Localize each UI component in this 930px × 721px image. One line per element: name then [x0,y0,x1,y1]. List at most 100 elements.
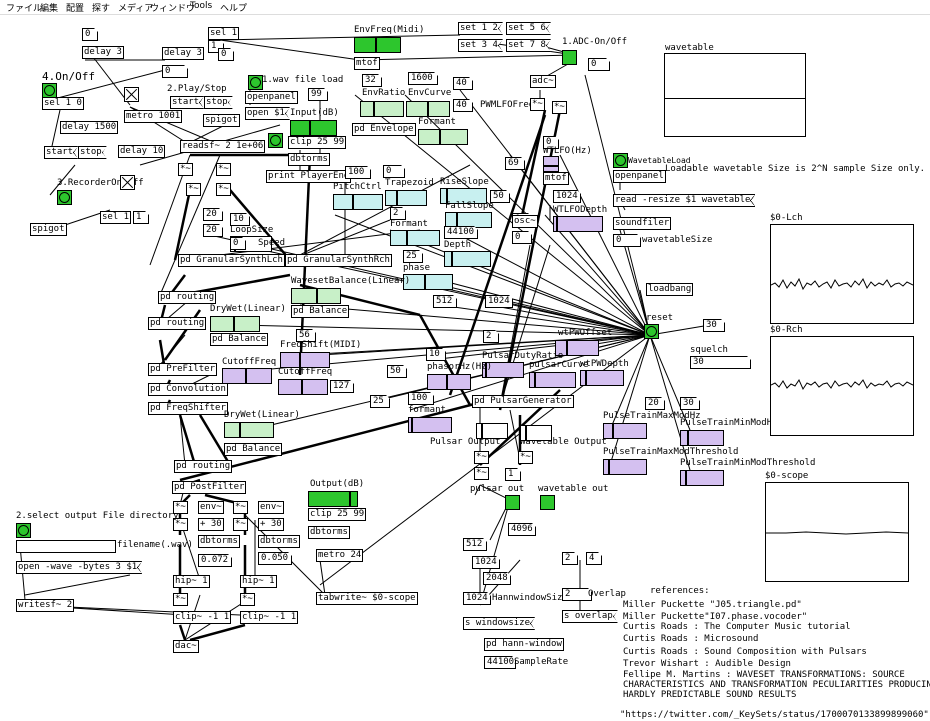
number-box[interactable]: 100 [345,166,371,179]
ptminthr-slider[interactable] [680,470,724,486]
pd-hann-window[interactable]: pd hann-window [484,638,564,651]
pitch-slider[interactable] [333,194,383,210]
number-box[interactable]: 512 [463,538,487,551]
pulsarduty-slider[interactable] [482,362,524,378]
read-resize-message[interactable]: read -resize $1 wavetable [613,194,755,207]
pulsar-output-slider[interactable] [476,423,508,439]
pd-routing[interactable]: pd routing [148,317,207,330]
wtpwoffset-slider[interactable] [555,340,599,356]
number-box[interactable]: 1024 [553,190,581,203]
lch-array[interactable] [770,224,914,324]
play-toggle[interactable] [124,87,139,102]
pd-balance[interactable]: pd Balance [210,333,269,346]
drywet2-slider[interactable] [224,422,274,438]
envratio-slider[interactable] [360,101,404,117]
overlap-send[interactable]: s overlap [562,610,618,623]
rch-array[interactable] [770,336,914,436]
number-box[interactable]: 32 [362,74,382,87]
pulsar-out-toggle[interactable] [505,495,520,510]
open-wave-message[interactable]: open -wave -bytes 3 $1 [16,561,142,574]
mult-object[interactable]: *~ [178,163,193,176]
wtlfo-slider[interactable] [543,156,559,172]
set-message[interactable]: set 5 6 [506,22,551,35]
menu-put[interactable]: 配置 [66,4,85,14]
pd-granular-rch[interactable]: pd GranularSynthRch [285,254,392,267]
set-message[interactable]: set 7 8 [506,39,551,52]
plus-object[interactable]: + 30 [258,518,284,531]
spigot-object[interactable]: spigot [30,223,67,236]
bang[interactable] [268,133,283,148]
number-box[interactable]: 0 [162,65,188,78]
number-box[interactable]: 127 [330,380,354,393]
number-box[interactable]: 0 [383,165,405,178]
number-box[interactable]: 1 [505,468,521,481]
number-box[interactable]: 20 [203,208,223,221]
formant-slider[interactable] [418,129,468,145]
wavetable-load-bang[interactable] [613,153,628,168]
delay-object[interactable]: delay 10 [118,145,166,158]
stop-message[interactable]: stop [204,96,233,109]
pd-pulsargenerator[interactable]: pd PulsarGenerator [472,395,574,408]
number-box[interactable]: 0 [588,58,610,71]
pd-freqshifter[interactable]: pd FreqShifter [148,402,228,415]
pd-balance[interactable]: pd Balance [291,305,350,318]
number-box[interactable]: 20 [203,224,223,237]
number-box[interactable]: 0 [218,48,234,61]
wavesetbalance-slider[interactable] [291,288,341,304]
pd-granular-lch[interactable]: pd GranularSynthLch [178,254,285,267]
menu-window[interactable]: ウィンドウ [150,4,196,14]
mult-object[interactable]: *~ [474,467,489,480]
number-box[interactable]: 25 [370,395,390,408]
clip-object[interactable]: clip~ -1 1 [240,611,299,624]
dbtorms-object[interactable]: dbtorms [288,153,330,166]
pd-routing[interactable]: pd routing [174,460,233,473]
dbtorms-object[interactable]: dbtorms [258,535,300,548]
number-box[interactable]: 20 [645,397,665,410]
number-box[interactable]: 40 [453,77,473,90]
sel-object[interactable]: sel 1 [100,211,132,224]
number-box[interactable]: 2048 [483,572,511,585]
riseslope-slider[interactable] [440,188,487,204]
fallslope-slider[interactable] [445,212,492,228]
mult-object[interactable]: *~ [530,98,545,111]
drywet-slider[interactable] [210,316,260,332]
wavetable-array[interactable] [664,53,806,137]
pd-postfilter[interactable]: pd PostFilter [172,481,247,494]
select-output-bang[interactable] [16,523,31,538]
number-box[interactable]: 69 [505,157,525,170]
wavetable-out-toggle[interactable] [540,495,555,510]
env-object[interactable]: env~ [258,501,284,514]
menu-media[interactable]: メディア [118,4,154,14]
adc-object[interactable]: adc~ [530,75,556,88]
mult-object[interactable]: *~ [173,518,188,531]
number-box[interactable]: 56 [296,329,316,342]
writesf-object[interactable]: writesf~ 2 [16,599,75,612]
env-object[interactable]: env~ [198,501,224,514]
spigot-object[interactable]: spigot [203,114,240,127]
number-box[interactable]: 2 [483,330,499,343]
number-box[interactable]: 2 [562,588,592,601]
number-box[interactable]: 0.050 [258,552,292,565]
clip-object[interactable]: clip 25 99 [308,508,367,521]
number-box[interactable]: 1600 [408,72,438,85]
number-box[interactable]: 50 [387,365,407,378]
number-box[interactable]: 10 [230,213,250,226]
delay-object[interactable]: delay 1500 [60,121,119,134]
number-box[interactable]: 0 [543,136,559,149]
squelch-number[interactable]: 30 [690,356,751,369]
envfreq-slider[interactable] [354,37,401,53]
twitter-link[interactable]: "https://twitter.com/_KeySets/status/170… [620,710,929,720]
number-box[interactable]: 100 [408,392,434,405]
hip-object[interactable]: hip~ 1 [240,575,277,588]
pd-balance[interactable]: pd Balance [224,443,283,456]
ptmaxthr-slider[interactable] [603,459,647,475]
osc-object[interactable]: osc~ [512,215,538,228]
plus-object[interactable]: + 30 [198,518,224,531]
open-message[interactable]: open $1 [245,107,290,120]
set-message[interactable]: set 1 2 [458,22,503,35]
sel-object[interactable]: sel 1 [208,27,240,40]
mult-object[interactable]: *~ [173,593,188,606]
dbtorms-object[interactable]: dbtorms [308,526,350,539]
mtof-object[interactable]: mtof [354,57,380,70]
pd-convolution[interactable]: pd Convolution [148,383,228,396]
